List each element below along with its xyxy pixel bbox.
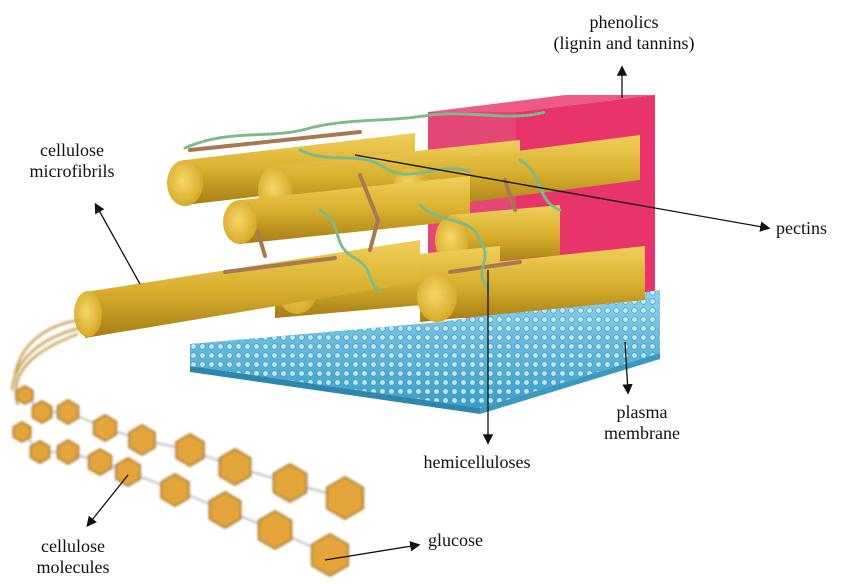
cellulose-molecules-label-line2: molecules [18, 557, 128, 578]
arrow-cellulose-molecules [88, 475, 128, 525]
glucose-label: glucose [428, 530, 518, 551]
phenolics-label: phenolics (lignin and tannins) [520, 12, 728, 54]
microfibril-bundle [74, 133, 645, 338]
plasma-membrane-label-line1: plasma [582, 402, 702, 423]
glucose-hexagon [274, 464, 307, 502]
glucose-hexagon [327, 477, 363, 519]
glucose-hexagon [259, 511, 292, 549]
glucose-hexagon [209, 492, 240, 528]
glucose-hexagon [31, 441, 50, 463]
glucose-hexagon [58, 440, 79, 464]
glucose-hexagon [17, 386, 33, 404]
pectins-label: pectins [776, 218, 848, 239]
phenolics-label-line1: phenolics [520, 12, 728, 33]
glucose-hexagon [219, 449, 250, 485]
glucose-hexagon [58, 400, 79, 424]
glucose-hexagon [94, 415, 117, 441]
glucose-hexagon [161, 474, 189, 506]
arrow-microfibrils [96, 205, 140, 284]
glucose-hexagon [129, 425, 155, 455]
cellulose-molecules-label: cellulose molecules [18, 536, 128, 578]
cellulose-microfibrils-label: cellulose microfibrils [12, 140, 132, 182]
phenolics-label-line2: (lignin and tannins) [520, 33, 728, 54]
glucose-hexagon [13, 422, 30, 442]
glucose-hexagon [89, 449, 112, 475]
glucose-hexagon [116, 458, 140, 486]
glucose-hexagon [312, 534, 348, 576]
cellulose-microfibrils-label-line2: microfibrils [12, 161, 132, 182]
cellulose-microfibrils-label-line1: cellulose [12, 140, 132, 161]
glucose-hexagon [176, 434, 204, 466]
hemicelluloses-label: hemicelluloses [402, 452, 552, 473]
glucose-hexagon [33, 401, 52, 423]
plasma-membrane-label-line2: membrane [582, 423, 702, 444]
cellulose-molecules-label-line1: cellulose [18, 536, 128, 557]
plasma-membrane-label: plasma membrane [582, 402, 702, 444]
